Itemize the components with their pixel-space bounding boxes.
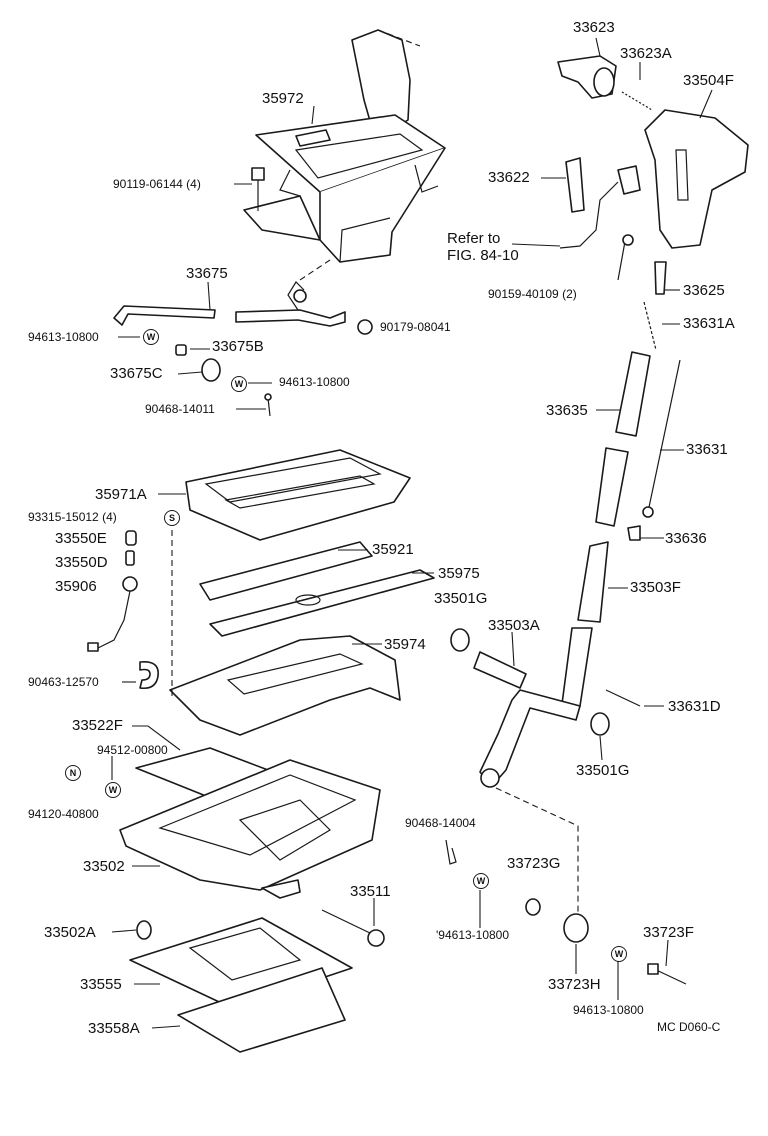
clip-33625	[654, 261, 667, 295]
washer-icon: W	[143, 329, 159, 345]
bolt-33723F	[647, 963, 687, 985]
label-33675C: 33675C	[110, 365, 163, 382]
housing-35974	[169, 635, 401, 736]
clamp-90463	[139, 660, 159, 690]
label-33635: 33635	[546, 402, 588, 419]
label-35974: 35974	[384, 636, 426, 653]
bushing-33502A	[136, 920, 152, 940]
cover-35971A	[185, 449, 411, 541]
bushing-33675B	[175, 344, 187, 356]
label-33502: 33502	[83, 858, 125, 875]
label-33502A: 33502A	[44, 924, 96, 941]
label-94613-b: 94613-10800	[279, 375, 350, 389]
washer-icon: W	[231, 376, 247, 392]
spring-33631A	[643, 301, 657, 351]
label-33550D: 33550D	[55, 554, 108, 571]
nut-icon: N	[65, 765, 81, 781]
label-33723F: 33723F	[643, 924, 694, 941]
label-33623: 33623	[573, 19, 615, 36]
label-35971A: 35971A	[95, 486, 147, 503]
pin-33550D	[125, 550, 135, 566]
nut-90179	[357, 319, 373, 335]
label-fig-84-10: FIG. 84-10	[447, 247, 519, 264]
label-90463: 90463-12570	[28, 675, 99, 689]
label-33636: 33636	[665, 530, 707, 547]
cable-33675	[113, 281, 346, 327]
bushing-33501G-2	[590, 712, 610, 736]
pin-33631D	[605, 689, 641, 707]
base-33502	[119, 759, 381, 899]
slide-35921	[199, 541, 373, 601]
bushing-33723H	[563, 913, 589, 943]
label-33675: 33675	[186, 265, 228, 282]
lever-33622	[565, 157, 585, 213]
bushing-33501G	[450, 628, 470, 652]
sensor-35906	[87, 576, 138, 652]
label-94613-a: 94613-10800	[28, 330, 99, 344]
bolt-90119	[251, 167, 265, 215]
plate-35975	[209, 569, 435, 637]
switch-wire	[559, 165, 641, 249]
label-35972: 35972	[262, 90, 304, 107]
washer-icon: W	[105, 782, 121, 798]
pin-33503A	[473, 651, 527, 689]
label-94120: 94120-40800	[28, 807, 99, 821]
label-33511: 33511	[350, 883, 391, 900]
leader-lines	[111, 37, 713, 1029]
label-33631A: 33631A	[683, 315, 735, 332]
label-90119: 90119-06144 (4)	[113, 177, 201, 191]
bolt-33511	[321, 909, 385, 947]
label-90468-a: 90468-14011	[145, 402, 215, 416]
label-35921: 35921	[372, 541, 414, 558]
label-33550E: 33550E	[55, 530, 107, 547]
clip-33636	[627, 525, 641, 541]
rod-33635	[615, 351, 651, 437]
knob-33504F	[644, 109, 749, 249]
label-93315: 93315-15012 (4)	[28, 510, 117, 524]
bushing-33723G	[525, 898, 541, 916]
label-33631: 33631	[686, 441, 728, 458]
diagram-code: MC D060-C	[657, 1020, 721, 1034]
grommet-33675C	[201, 358, 221, 382]
label-33622: 33622	[488, 169, 530, 186]
spring-washer-icon: S	[164, 510, 180, 526]
label-33501G-bottom: 33501G	[576, 762, 630, 779]
label-33631D: 33631D	[668, 698, 721, 715]
washer-icon: W	[611, 946, 627, 962]
label-94613-d: 94613-10800	[573, 1003, 644, 1017]
pin-90468-14004	[445, 839, 457, 865]
label-33675B: 33675B	[212, 338, 264, 355]
label-33501G-top: 33501G	[434, 590, 488, 607]
label-33723G: 33723G	[507, 855, 561, 872]
pin-33550E	[125, 530, 137, 546]
label-33625: 33625	[683, 282, 725, 299]
label-94512: 94512-00800	[97, 743, 168, 757]
washer-icon: W	[473, 873, 489, 889]
label-33522F: 33522F	[72, 717, 123, 734]
spring-33623A	[621, 91, 653, 111]
rod-33631	[647, 359, 681, 513]
label-33503F: 33503F	[630, 579, 681, 596]
label-35906: 35906	[55, 578, 97, 595]
pin-90468-14011	[267, 397, 271, 417]
label-90468-b: 90468-14004	[405, 816, 476, 830]
shift-lever-assembly-35972	[243, 29, 446, 281]
label-33504F: 33504F	[683, 72, 734, 89]
label-refer-to: Refer to	[447, 230, 501, 247]
label-33558A: 33558A	[88, 1020, 140, 1037]
lever-33502-arm	[479, 689, 581, 788]
label-33503A: 33503A	[488, 617, 540, 634]
label-35975: 35975	[438, 565, 480, 582]
label-90159: 90159-40109 (2)	[488, 287, 577, 301]
label-90179: 90179-08041	[380, 320, 451, 334]
tube-33503F	[577, 541, 609, 623]
label-33555: 33555	[80, 976, 122, 993]
label-94613-c: '94613-10800	[436, 928, 510, 942]
label-33723H: 33723H	[548, 976, 601, 993]
button-33623	[557, 55, 617, 99]
gasket-33558A	[177, 967, 346, 1053]
label-33623A: 33623A	[620, 45, 672, 62]
